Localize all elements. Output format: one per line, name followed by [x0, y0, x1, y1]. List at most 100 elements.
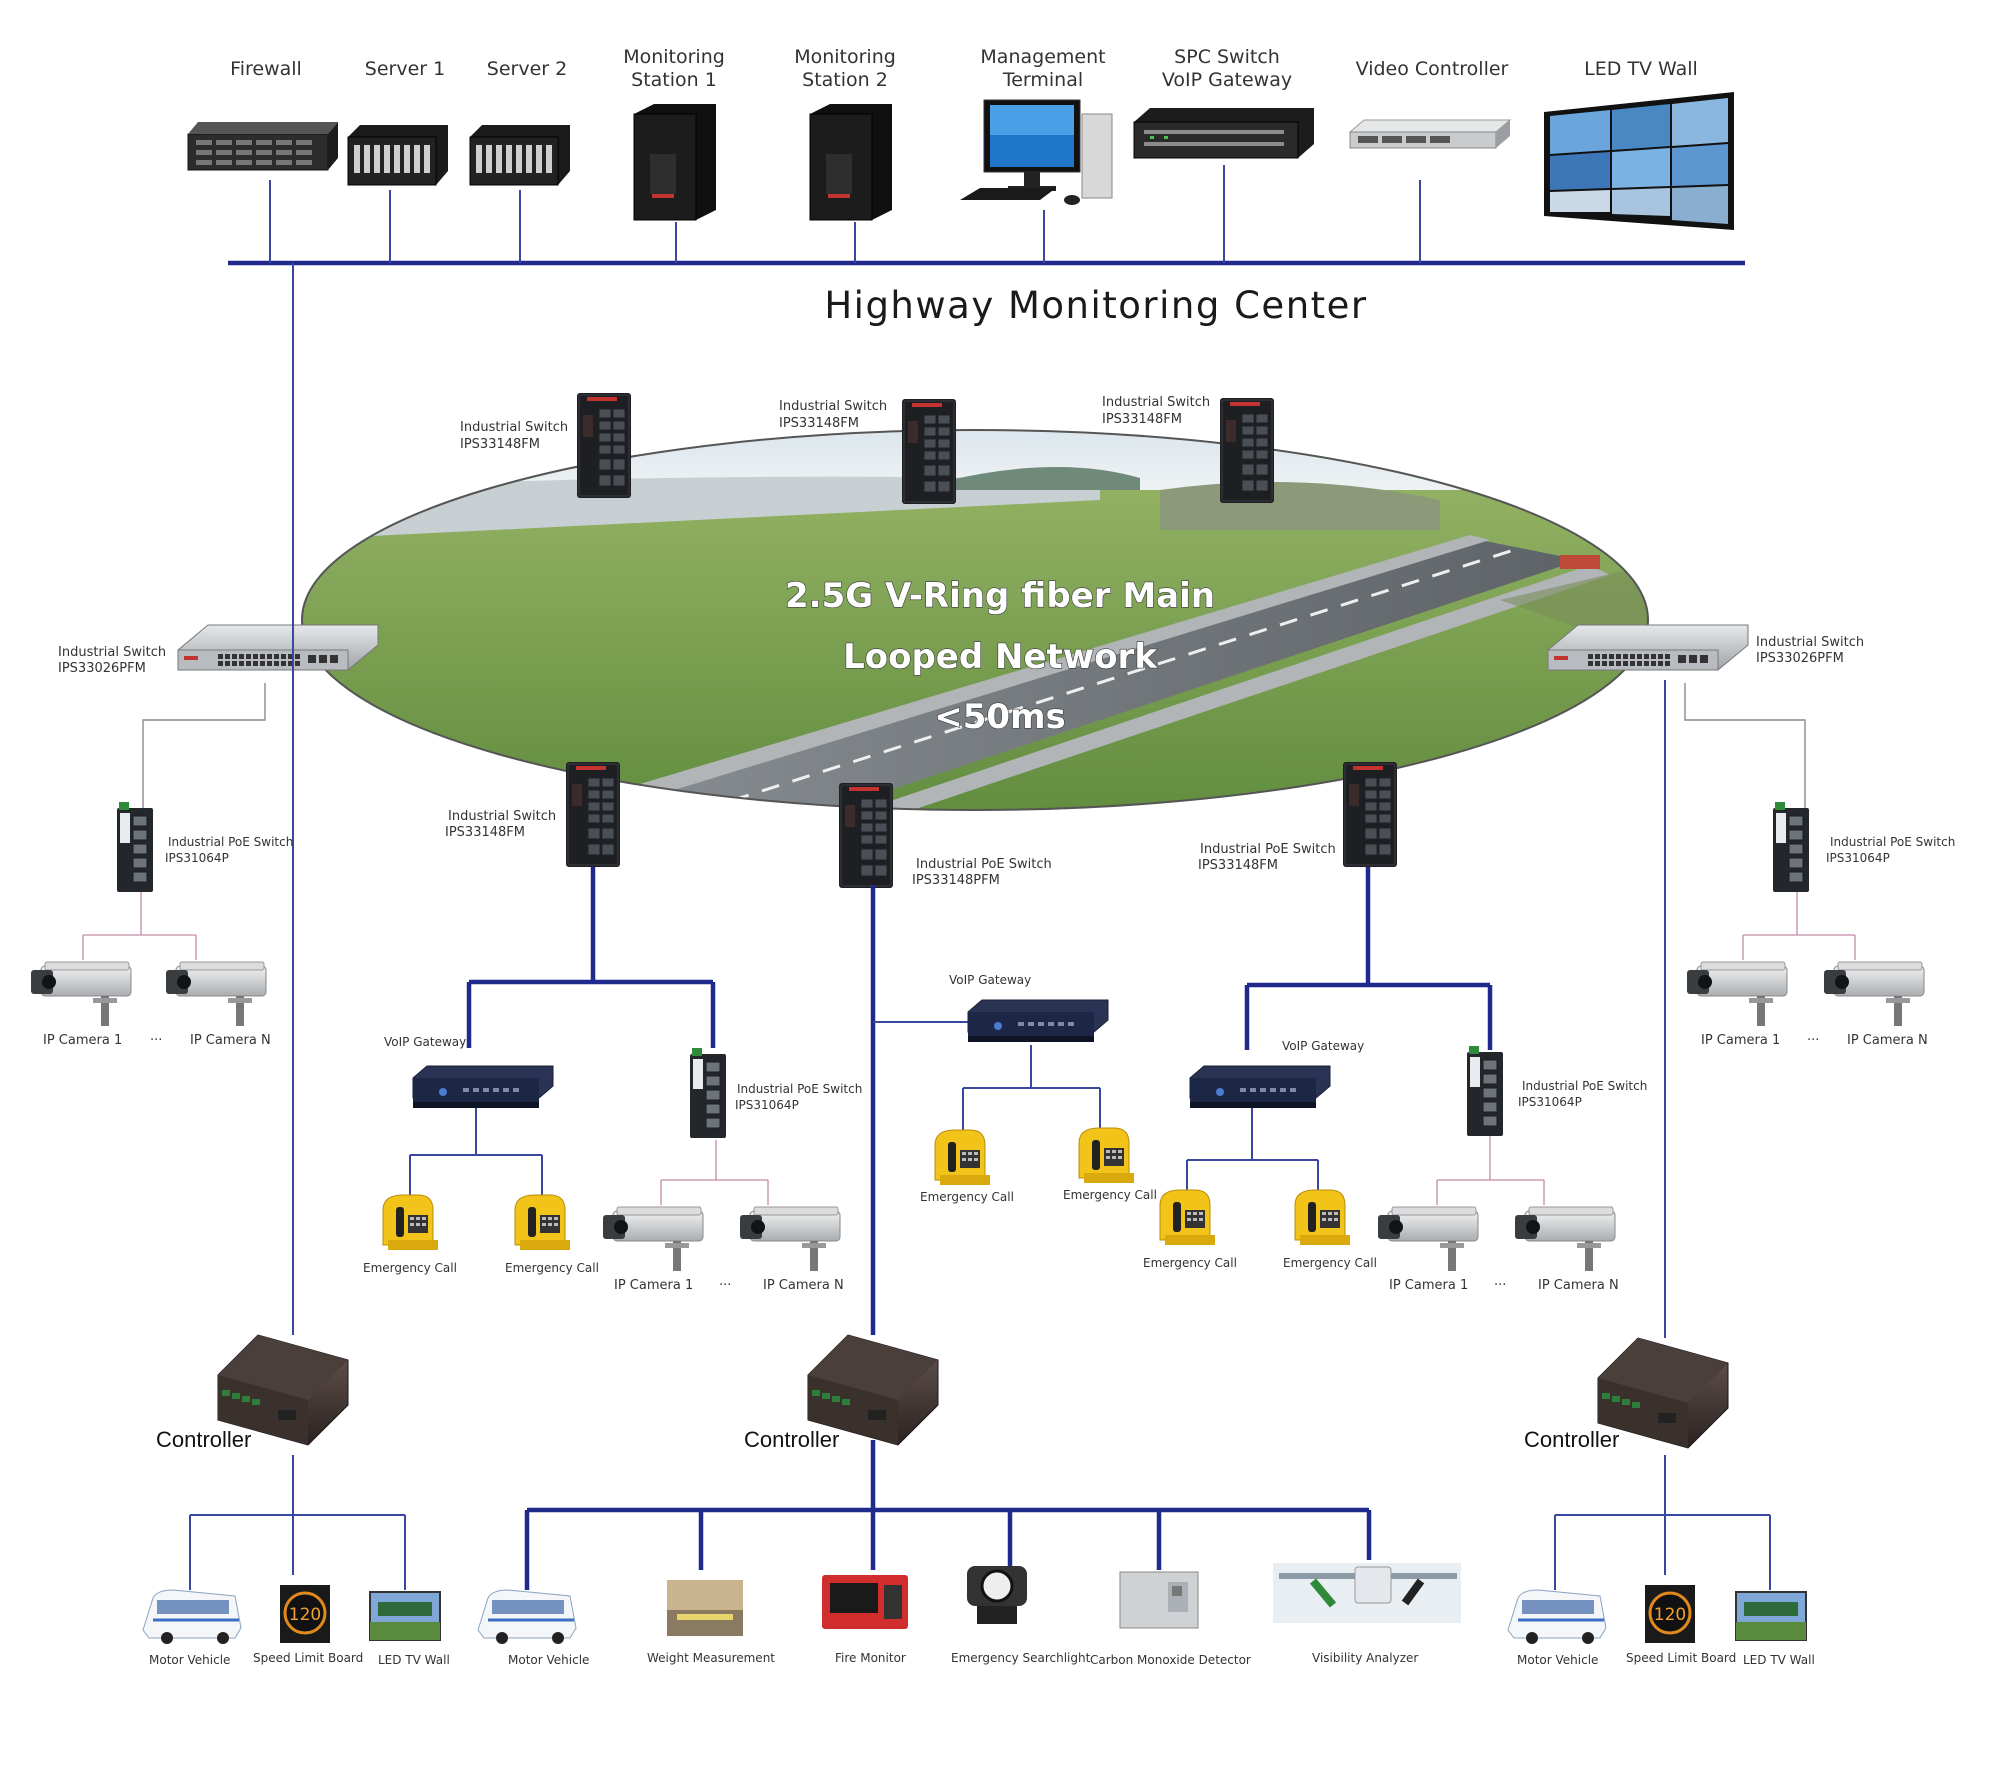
label-spc-switch-voip-gateway-line2: VoIP Gateway [1162, 69, 1292, 91]
poe_switches-1-name-label: Industrial PoE Switch [737, 1082, 862, 1096]
controller-label: Controller [744, 1427, 839, 1452]
endpoints-center-3-label: Emergency Searchlight [951, 1651, 1091, 1665]
switches-bottom_center-model-label: IPS33148PFM [912, 873, 1000, 888]
led-tv-wall-icon [369, 1591, 441, 1641]
switches-top-0-model-label: IPS33148FM [460, 437, 540, 452]
server-2-device [469, 125, 570, 186]
switches-bottom_right-model-label: IPS33148FM [1198, 858, 1278, 873]
motor-vehicle-icon [1506, 1588, 1608, 1646]
voip_label-label: VoIP Gateway [1282, 1039, 1364, 1053]
camera-ellipsis-label: ··· [1807, 1033, 1819, 1048]
camera-last-label: IP Camera N [1538, 1278, 1619, 1293]
label-monitoring-station-1-line1: Monitoring [623, 46, 725, 68]
motor-vehicle-icon [141, 1588, 243, 1646]
emergency_call-label: Emergency Call [1063, 1188, 1157, 1202]
label-spc-switch-voip-gateway-line1: SPC Switch [1174, 46, 1280, 68]
switches-left_main-name-label: Industrial Switch [58, 645, 166, 660]
endpoints-center-1-label: Weight Measurement [647, 1651, 775, 1665]
monitoring-station-1-device [633, 104, 716, 221]
ring-title-line1: 2.5G V-Ring fiber Main [785, 576, 1215, 616]
endpoints-left-2-label: LED TV Wall [378, 1653, 450, 1667]
carbon-monoxide-detector-icon [1119, 1571, 1199, 1629]
switches-top-1-name-label: Industrial Switch [779, 399, 887, 414]
camera-first-label: IP Camera 1 [1389, 1278, 1468, 1293]
ring-switch-bottom-left: Industrial Switch IPS33148FM [445, 761, 621, 868]
left-poe-branch: Industrial PoE Switch IPS31064P IP Camer… [30, 683, 293, 1048]
led-tv-wall-device [1544, 92, 1734, 230]
label-video-controller-line1: Video Controller [1356, 58, 1509, 80]
switches-top-2-model-label: IPS33148FM [1102, 412, 1182, 427]
switches-left_main-model-label: IPS33026PFM [58, 661, 146, 676]
center-drop-lines [269, 165, 1421, 263]
camera-ellipsis-label: ··· [150, 1033, 162, 1048]
camera-last-label: IP Camera N [190, 1033, 271, 1048]
label-firewall-line1: Firewall [230, 58, 302, 80]
right-poe-branch: Industrial PoE Switch IPS31064P IP Camer… [1684, 683, 1955, 1048]
label-server-2-line1: Server 2 [487, 58, 567, 80]
label-monitoring-station-1-line2: Station 1 [631, 69, 717, 91]
switches-bottom_right-name-label: Industrial PoE Switch [1200, 842, 1336, 857]
endpoints-center-0-label: Motor Vehicle [508, 1653, 589, 1667]
switches-top-0-name-label: Industrial Switch [460, 420, 568, 435]
camera-first-label: IP Camera 1 [1701, 1033, 1780, 1048]
ring-title-line3: <50ms [934, 697, 1065, 737]
ring-title-line2: Looped Network [843, 637, 1158, 677]
emergency_call-label: Emergency Call [363, 1261, 457, 1275]
voip_label-label: VoIP Gateway [949, 973, 1031, 987]
poe_switches-0-model-label: IPS31064P [165, 851, 229, 865]
endpoints-left-0-label: Motor Vehicle [149, 1653, 230, 1667]
mid-right-branch: VoIP Gateway Emergency Call Emergency Ca… [1143, 867, 1647, 1293]
switches-right_main-name-label: Industrial Switch [1756, 635, 1864, 650]
controller-left: Controller [156, 1334, 349, 1452]
switches-bottom_left-model-label: IPS33148FM [445, 825, 525, 840]
controller-label: Controller [1524, 1427, 1619, 1452]
emergency-searchlight-icon [967, 1566, 1027, 1624]
switches-right_main-model-label: IPS33026PFM [1756, 651, 1844, 666]
label-management-terminal-line1: Management [980, 46, 1105, 68]
label-management-terminal-line2: Terminal [1002, 69, 1083, 91]
ring-switch-top-3: Industrial Switch IPS33148FM [1102, 395, 1275, 504]
weight-measurement-icon [667, 1580, 743, 1636]
camera-first-label: IP Camera 1 [614, 1278, 693, 1293]
spc-switch-voip-gateway-device [1133, 108, 1314, 159]
fire-monitor-icon [822, 1575, 908, 1629]
center-endpoints: Motor Vehicle Weight Measurement Fire Mo… [476, 1440, 1461, 1667]
ring-switch-left-main: Industrial Switch IPS33026PFM [58, 624, 379, 676]
camera-last-label: IP Camera N [763, 1278, 844, 1293]
controller-right: Controller [1524, 1337, 1729, 1452]
right-endpoints: 120 Motor Vehicle Speed Limit Board LED … [1506, 1455, 1815, 1667]
camera-ellipsis-label: ··· [1494, 1278, 1506, 1293]
endpoints-right-2-label: LED TV Wall [1743, 1653, 1815, 1667]
poe_switches-1-model-label: IPS31064P [735, 1098, 799, 1112]
endpoints-left-1-label: Speed Limit Board [253, 1651, 363, 1665]
speed-limit-board-icon: 120 [1645, 1585, 1695, 1643]
mid-left-branch: VoIP Gateway Emergency Call Emergency Ca… [363, 867, 862, 1293]
camera-first-label: IP Camera 1 [43, 1033, 122, 1048]
emergency_call-label: Emergency Call [920, 1190, 1014, 1204]
firewall-device [187, 122, 338, 171]
poe_switches-0-name-label: Industrial PoE Switch [168, 835, 293, 849]
ring-switch-bottom-center: Industrial PoE Switch IPS33148PFM [838, 782, 1052, 889]
server-1-device [347, 125, 448, 186]
visibility-analyzer-icon [1273, 1563, 1461, 1623]
endpoints-center-2-label: Fire Monitor [835, 1651, 906, 1665]
center-voip-branch: VoIP Gateway Emergency Call Emergency Ca… [873, 973, 1157, 1204]
video-controller-device [1348, 119, 1512, 149]
switches-top-2-name-label: Industrial Switch [1102, 395, 1210, 410]
voip_label-label: VoIP Gateway [384, 1035, 466, 1049]
endpoints-speed_limit_value-label: 120 [289, 1605, 321, 1625]
endpoints-center-4-label: Carbon Monoxide Detector [1090, 1653, 1251, 1667]
label-monitoring-station-2-line2: Station 2 [802, 69, 888, 91]
camera-ellipsis-label: ··· [719, 1278, 731, 1293]
monitoring-station-2-device [809, 104, 892, 221]
poe_switches-3-name-label: Industrial PoE Switch [1830, 835, 1955, 849]
endpoints-center-5-label: Visibility Analyzer [1312, 1651, 1418, 1665]
controller-center: Controller [744, 1334, 939, 1452]
camera-last-label: IP Camera N [1847, 1033, 1928, 1048]
label-server-1-line1: Server 1 [365, 58, 445, 80]
controller-label: Controller [156, 1427, 251, 1452]
label-monitoring-station-2-line1: Monitoring [794, 46, 896, 68]
center-title: Highway Monitoring Center [824, 284, 1367, 327]
